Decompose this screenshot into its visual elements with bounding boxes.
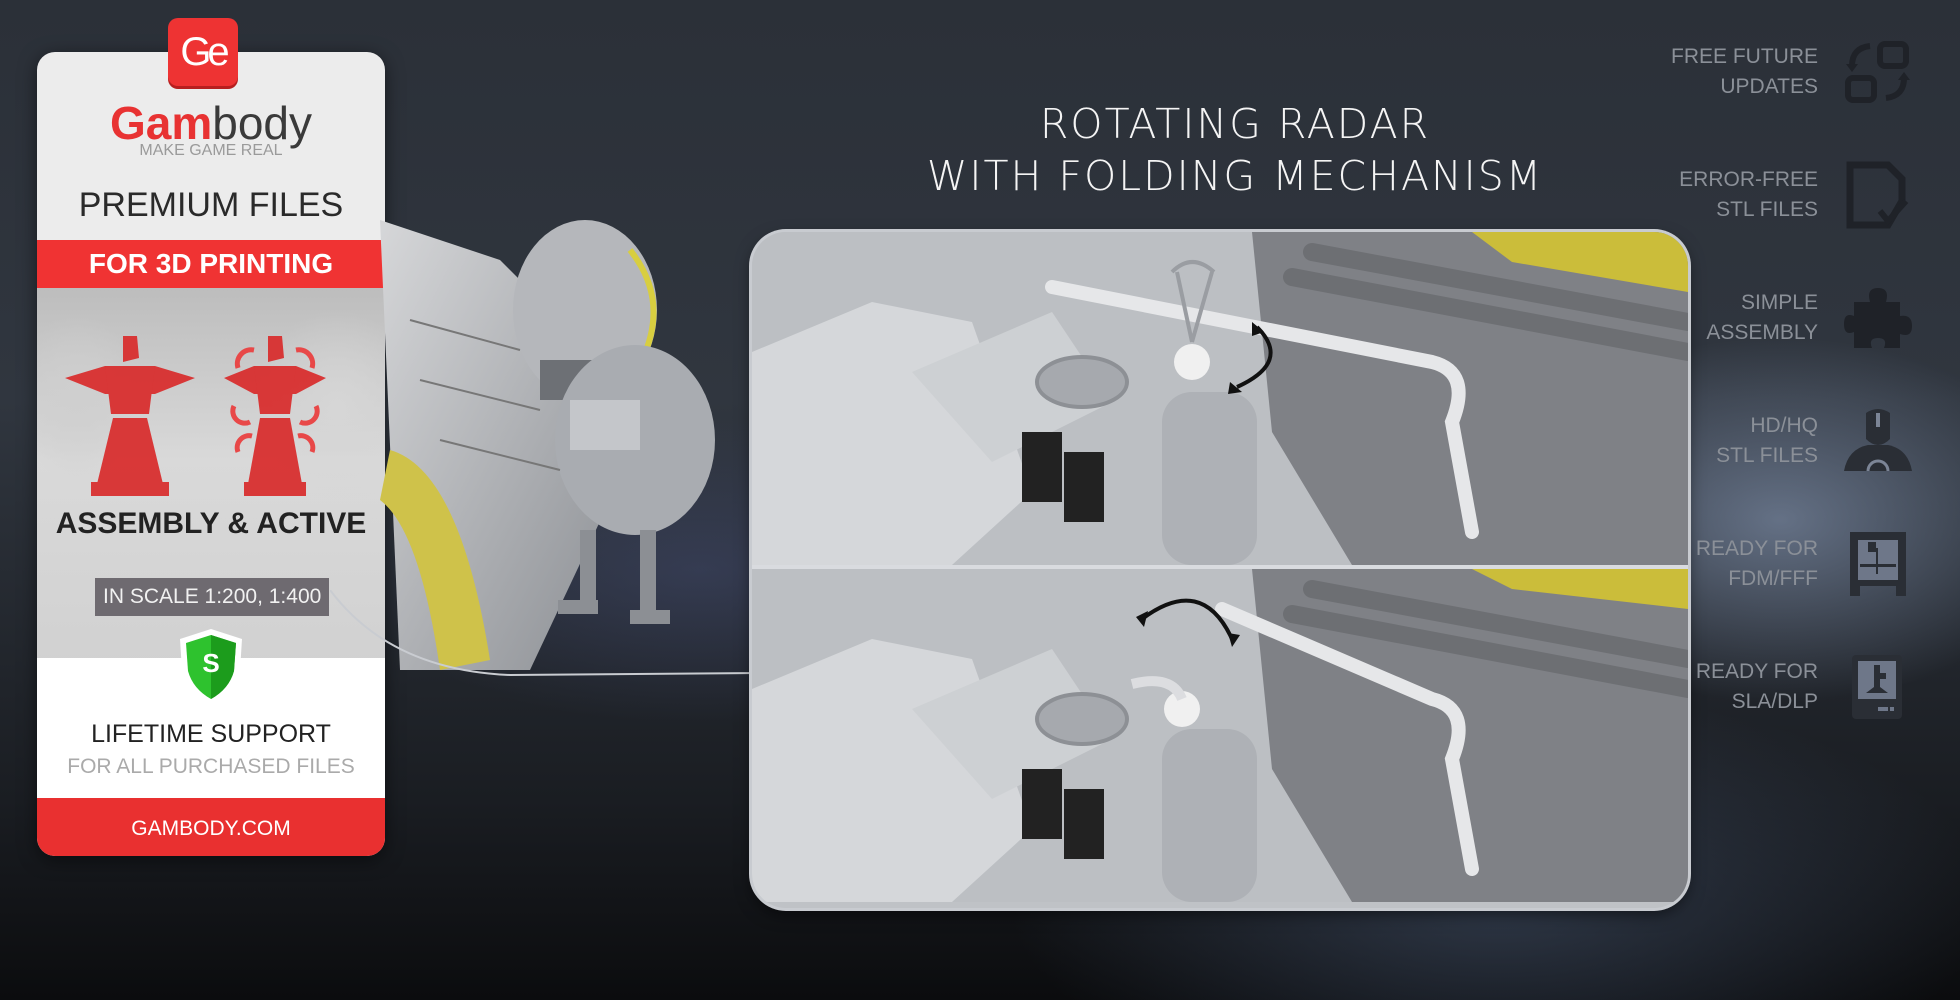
brand-red-part: Gam [109, 97, 213, 149]
feature-label: UPDATES [1720, 75, 1818, 98]
gambody-logo-badge[interactable]: Ge [168, 18, 238, 86]
feature-label: ERROR-FREE [1679, 168, 1818, 191]
feature-label: SLA/DLP [1731, 690, 1818, 713]
feature-sla: READY FOR SLA/DLP [1660, 653, 1940, 776]
logo-glyph: Ge [180, 29, 229, 74]
for-3d-printing-banner: FOR 3D PRINTING [37, 240, 385, 288]
feature-label: READY FOR [1695, 660, 1818, 683]
rotation-arrow [1236, 325, 1273, 389]
brand-wordmark: Gambody [37, 96, 385, 150]
title-line-2: WITH FOLDING MECHANISM [926, 152, 1544, 200]
spaceship-model-image [380, 220, 715, 670]
purchased-files-subtext: FOR ALL PURCHASED FILES [67, 755, 355, 778]
feature-simple-assembly: SIMPLE ASSEMBLY [1660, 284, 1940, 407]
articulated-figure-icon [224, 336, 326, 496]
feature-error-free: ERROR-FREE STL FILES [1660, 161, 1940, 284]
premium-files-heading: PREMIUM FILES [78, 186, 344, 224]
feature-hd-hq: HD/HQ STL FILES [1660, 407, 1940, 530]
puzzle-icon [1844, 288, 1912, 348]
assembly-active-heading: ASSEMBLY & ACTIVE [55, 507, 367, 540]
shield-letter: S [202, 648, 220, 678]
feature-title: ROTATING RADAR WITH FOLDING MECHANISM [880, 98, 1590, 202]
lifetime-support-heading: LIFETIME SUPPORT [91, 720, 331, 748]
title-line-1: ROTATING RADAR [1039, 100, 1431, 148]
scale-badge: IN SCALE 1:200, 1:400 [95, 578, 330, 616]
promo-card: Gambody MAKE GAME REAL PREMIUM FILES FOR… [37, 52, 385, 856]
callout-connector-line [330, 590, 760, 677]
sla-printer-icon [1852, 655, 1902, 719]
feature-label: READY FOR [1695, 537, 1818, 560]
feature-label: SIMPLE [1740, 291, 1818, 314]
gambody-link[interactable]: GAMBODY.COM [37, 798, 385, 856]
tagline: MAKE GAME REAL [139, 142, 283, 159]
hero-bust-icon [1844, 409, 1912, 472]
feature-label: STL FILES [1716, 198, 1818, 221]
feature-label: ASSEMBLY [1706, 321, 1818, 344]
feature-label: FDM/FFF [1728, 567, 1818, 590]
feature-label: FREE FUTURE [1671, 45, 1818, 68]
shield-icon [180, 629, 242, 705]
folding-arrow [1140, 598, 1234, 640]
file-check-icon [1846, 161, 1909, 229]
feature-free-updates: FREE FUTURE UPDATES [1660, 38, 1940, 161]
detail-panels [752, 232, 1688, 908]
brand-dark-part: body [212, 97, 312, 149]
radar-folded-panel [752, 569, 1688, 902]
radar-extended-panel [752, 232, 1688, 565]
feature-label: STL FILES [1716, 444, 1818, 467]
static-figure-icon [65, 336, 195, 496]
updates-icon [1845, 41, 1910, 103]
panel-divider [752, 565, 1688, 569]
feature-fdm: READY FOR FDM/FFF [1660, 530, 1940, 653]
feature-label: HD/HQ [1750, 414, 1818, 437]
features-list: FREE FUTURE UPDATES ERROR-FREE STL FILES S… [1660, 38, 1940, 776]
fdm-printer-icon [1850, 532, 1906, 596]
